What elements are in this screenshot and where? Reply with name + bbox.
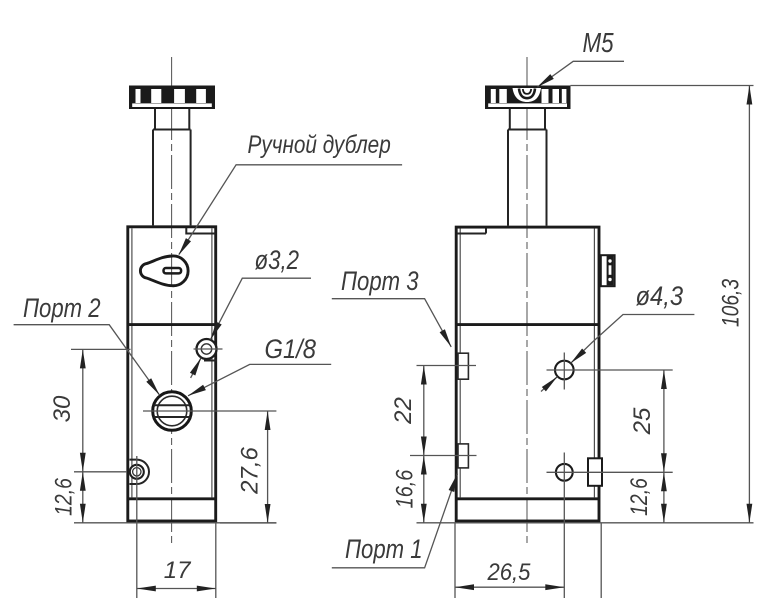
svg-text:Порт 3: Порт 3: [341, 267, 419, 297]
svg-text:26,5: 26,5: [487, 558, 531, 585]
svg-text:106,3: 106,3: [716, 279, 744, 327]
svg-text:ø3,2: ø3,2: [255, 246, 300, 275]
svg-text:Порт 2: Порт 2: [23, 294, 101, 324]
svg-text:Порт 1: Порт 1: [345, 535, 423, 565]
svg-text:17: 17: [164, 557, 192, 584]
svg-text:25: 25: [629, 407, 656, 435]
svg-text:ø4,3: ø4,3: [636, 282, 684, 312]
svg-text:M5: M5: [583, 28, 615, 59]
svg-text:16,6: 16,6: [391, 469, 418, 508]
svg-text:Ручной дублер: Ручной дублер: [248, 130, 391, 158]
svg-text:12,6: 12,6: [625, 477, 652, 516]
svg-text:12,6: 12,6: [50, 477, 77, 516]
svg-text:22: 22: [390, 397, 417, 425]
svg-text:27,6: 27,6: [237, 446, 264, 494]
svg-text:30: 30: [49, 395, 76, 422]
svg-text:G1/8: G1/8: [265, 335, 317, 365]
